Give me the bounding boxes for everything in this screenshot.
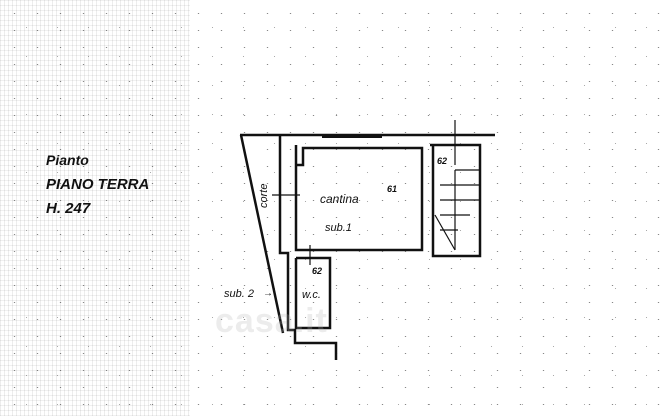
floor-name: PIANO TERRA [46, 176, 150, 193]
plan-label: Pianto [46, 152, 89, 168]
scan-noise [0, 0, 190, 416]
ceiling-height: H. 247 [46, 200, 91, 217]
area-label-corte: corte [258, 183, 270, 208]
room-number: 61 [387, 184, 398, 194]
room-label-cantina: cantina [320, 192, 359, 206]
room-label-wc: w.c. [302, 289, 321, 301]
room-label-sub2: sub. 2 [224, 288, 254, 300]
room-label-sub1: sub.1 [325, 222, 352, 234]
room-number: 62 [312, 266, 323, 276]
watermark-logo: casa.it [215, 302, 328, 340]
room-number: 62 [437, 156, 448, 166]
